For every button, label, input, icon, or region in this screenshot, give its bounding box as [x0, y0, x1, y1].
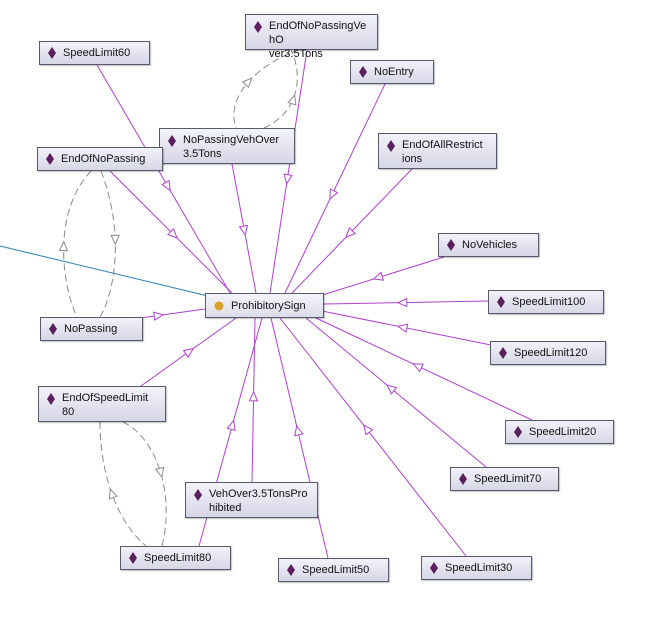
individual-diamond-icon [194, 489, 202, 501]
type-edge [269, 49, 308, 294]
individual-diamond-icon [499, 347, 507, 359]
type-edge-arrow [345, 227, 357, 239]
paired-edge [263, 49, 298, 129]
node-label: NoPassingVehOver 3.5Tons [183, 134, 279, 160]
individual-diamond-icon [129, 552, 137, 564]
type-edge-arrow [248, 390, 259, 402]
node-label: SpeedLimit120 [514, 347, 588, 359]
individual-node[interactable]: EndOfSpeedLimit 80 [38, 386, 166, 422]
type-edge-arrow [372, 271, 385, 281]
type-edge-arrow [153, 311, 165, 321]
paired-edge [63, 170, 92, 318]
type-edge-arrow [283, 173, 293, 185]
paired-edge-arrow [108, 487, 118, 500]
individual-node[interactable]: EndOfNoPassingVehO ver3.5Tons [245, 14, 378, 60]
individual-diamond-icon [254, 21, 262, 33]
individual-node[interactable]: NoEntry [350, 60, 434, 84]
individual-diamond-icon [459, 473, 467, 485]
node-label: SpeedLimit50 [302, 564, 370, 576]
node-label: ProhibitorySign [231, 299, 306, 312]
type-edge-arrow [412, 363, 424, 373]
individual-node[interactable]: SpeedLimit70 [450, 467, 559, 491]
individual-diamond-icon [497, 296, 505, 308]
paired-edge [233, 49, 300, 129]
node-label: SpeedLimit60 [63, 47, 131, 59]
type-edge-arrow [161, 179, 171, 192]
individual-diamond-icon [49, 323, 57, 335]
node-label: EndOfNoPassingVehO ver3.5Tons [269, 20, 367, 60]
individual-node[interactable]: NoPassingVehOver 3.5Tons [159, 128, 295, 164]
node-label: SpeedLimit80 [144, 552, 212, 564]
individual-diamond-icon [514, 426, 522, 438]
individual-node[interactable]: SpeedLimit120 [490, 341, 606, 365]
individual-diamond-icon [168, 135, 176, 147]
node-label: NoEntry [374, 66, 414, 78]
individual-diamond-icon [387, 140, 395, 152]
individual-node[interactable]: SpeedLimit20 [505, 420, 614, 444]
individual-node[interactable]: SpeedLimit30 [421, 556, 532, 580]
individual-node[interactable]: VehOver3.5TonsPro hibited [185, 482, 318, 518]
individual-diamond-icon [430, 562, 438, 574]
class-node[interactable]: ProhibitorySign [205, 293, 324, 318]
individual-diamond-icon [47, 393, 55, 405]
type-edge-arrow [294, 424, 304, 437]
node-label: SpeedLimit30 [445, 562, 513, 574]
node-label: SpeedLimit70 [474, 473, 542, 485]
type-edge-arrow [362, 424, 374, 436]
offscreen-edge [0, 245, 209, 297]
individual-diamond-icon [447, 239, 455, 251]
node-label: NoVehicles [462, 239, 518, 251]
individual-node[interactable]: NoPassing [40, 317, 143, 341]
node-label: NoPassing [64, 323, 118, 335]
type-edge-arrow [167, 228, 178, 239]
type-edge-arrow [386, 384, 398, 395]
class-circle-icon [214, 301, 224, 311]
type-edge-arrow [238, 224, 249, 237]
individual-node[interactable]: SpeedLimit50 [278, 558, 389, 582]
paired-edge-arrow [58, 240, 69, 252]
individual-diamond-icon [359, 66, 367, 78]
node-label: EndOfSpeedLimit 80 [62, 392, 149, 418]
type-edge [284, 83, 386, 294]
node-label: EndOfAllRestrict ions [402, 139, 483, 165]
paired-edge-arrow [287, 93, 297, 106]
type-edge-arrow [329, 188, 339, 201]
individual-node[interactable]: NoVehicles [438, 233, 539, 257]
paired-edge [99, 421, 147, 547]
node-label: VehOver3.5TonsPro hibited [209, 488, 308, 514]
type-edge [279, 317, 467, 557]
individual-diamond-icon [48, 47, 56, 59]
type-edge-arrow [396, 297, 408, 308]
type-edge [96, 64, 231, 294]
paired-edge [99, 170, 116, 318]
type-edge [270, 317, 329, 559]
individual-node[interactable]: SpeedLimit100 [488, 290, 604, 314]
type-edge-arrow [182, 347, 195, 359]
individual-node[interactable]: EndOfAllRestrict ions [378, 133, 497, 169]
individual-node[interactable]: SpeedLimit60 [39, 41, 150, 65]
type-edge-arrow [226, 419, 236, 432]
node-label: EndOfNoPassing [61, 153, 146, 165]
individual-diamond-icon [287, 564, 295, 576]
individual-diamond-icon [46, 153, 54, 165]
type-edge [305, 317, 487, 468]
paired-edge-arrow [241, 77, 253, 89]
type-edge [315, 317, 533, 421]
paired-edge [122, 421, 167, 547]
paired-edge-arrow [110, 234, 120, 246]
type-edge-arrow [396, 323, 409, 333]
individual-node[interactable]: EndOfNoPassing [37, 147, 163, 171]
paired-edge-arrow [154, 466, 165, 479]
node-label: SpeedLimit100 [512, 296, 586, 308]
node-label: SpeedLimit20 [529, 426, 597, 438]
individual-node[interactable]: SpeedLimit80 [120, 546, 231, 570]
